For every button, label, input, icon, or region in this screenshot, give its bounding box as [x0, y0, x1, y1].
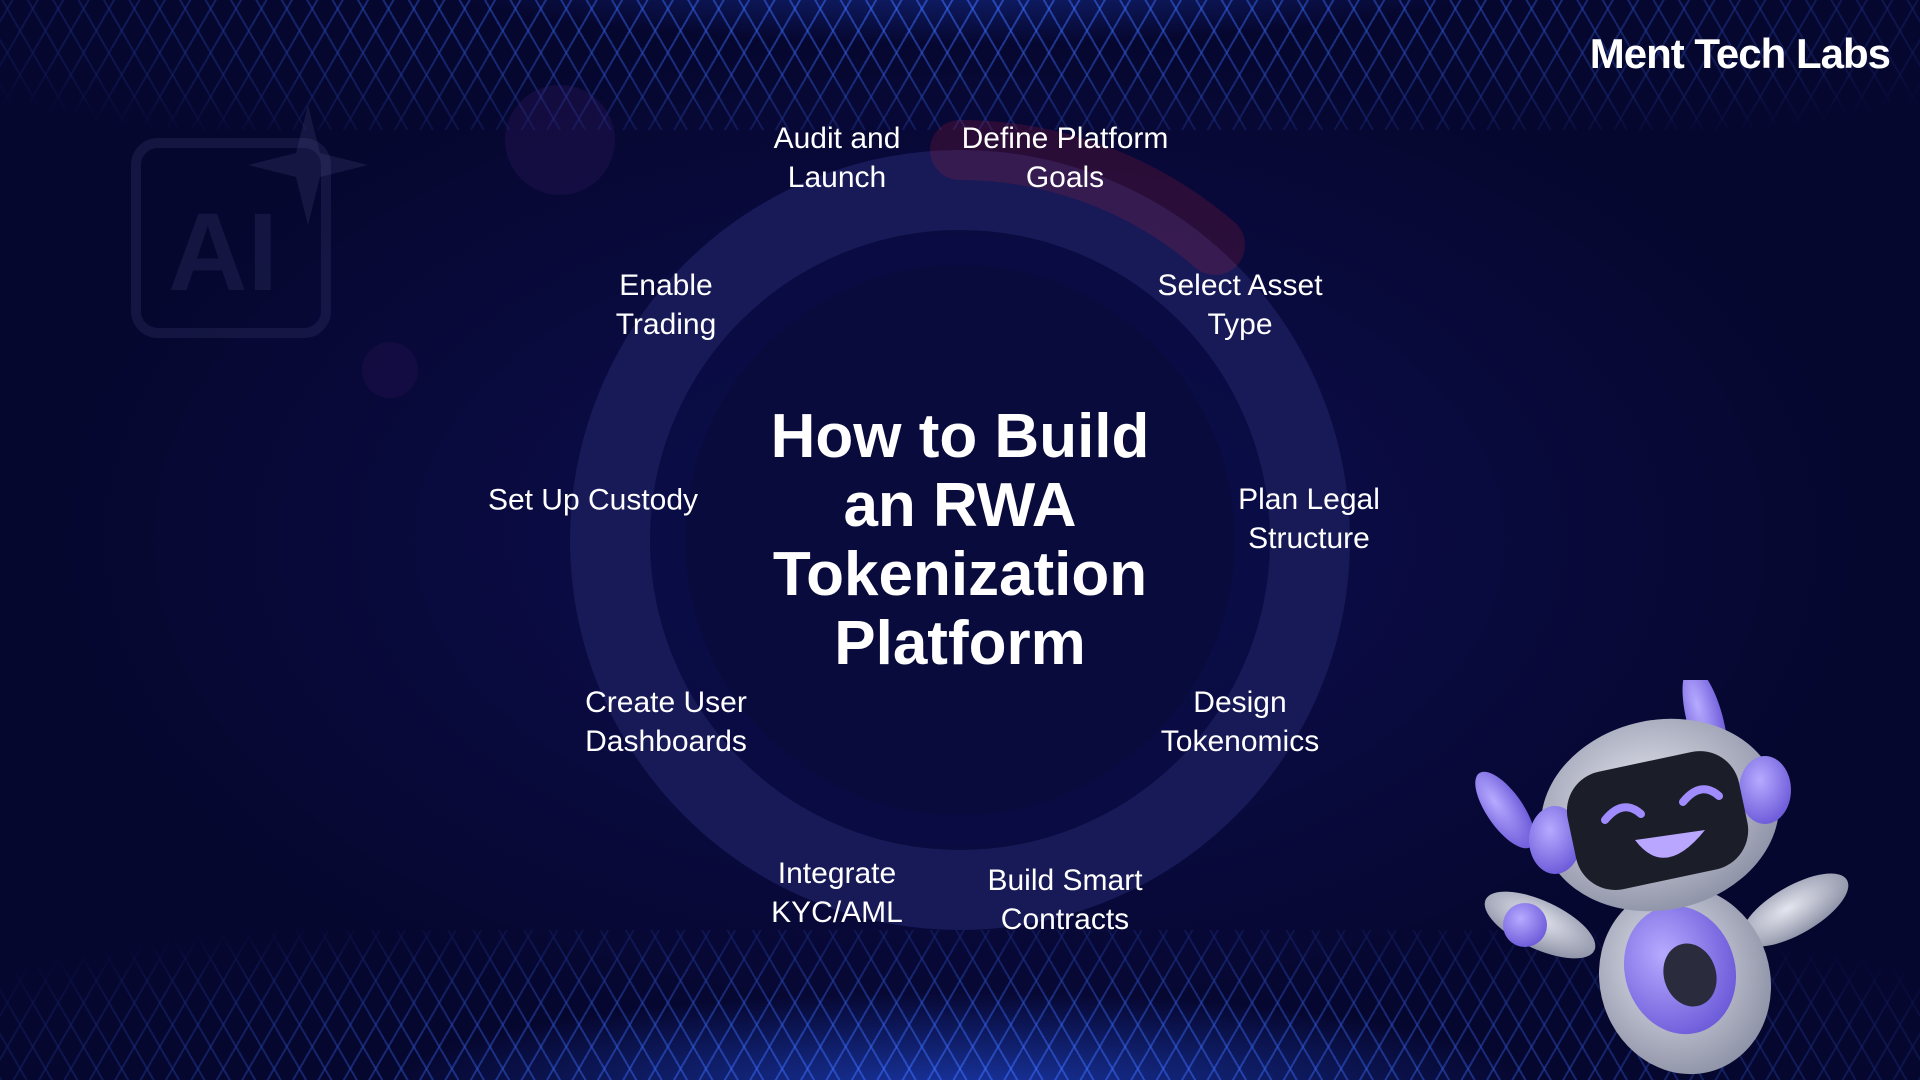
step-line: Integrate — [777, 857, 897, 890]
step-enable-trading: Enable Trading — [616, 266, 717, 344]
step-line: Select Asset — [1157, 269, 1323, 302]
diagram-title: How to Build an RWA Tokenization Platfor… — [770, 402, 1150, 678]
step-plan-legal-structure: Plan Legal Structure — [1238, 480, 1380, 558]
ai-sparkle-icon: AI — [131, 105, 368, 338]
robot-mascot — [1475, 680, 1849, 1075]
step-set-up-custody: Set Up Custody — [488, 481, 698, 520]
step-line: Structure — [1248, 522, 1370, 555]
step-line: Plan Legal — [1238, 483, 1380, 516]
top-mesh-decoration — [0, 0, 1920, 130]
step-line: Create User — [585, 686, 747, 719]
step-line: Dashboards — [585, 725, 747, 758]
step-integrate-kyc-aml: Integrate KYC/AML — [771, 854, 903, 932]
ai-watermark-text: AI — [168, 191, 278, 314]
step-line: Contracts — [1000, 903, 1130, 936]
step-audit-and-launch: Audit and Launch — [774, 119, 901, 197]
step-select-asset-type: Select Asset Type — [1157, 266, 1322, 344]
step-define-platform-goals: Define Platform Goals — [962, 119, 1169, 197]
brand-logo: Ment Tech Labs — [1589, 30, 1891, 77]
step-line: KYC/AML — [771, 896, 903, 929]
step-line: Set Up Custody — [487, 483, 699, 517]
step-line: Build Smart — [987, 864, 1143, 897]
step-line: Define Platform — [961, 122, 1169, 155]
step-line: Type — [1207, 308, 1273, 341]
step-design-tokenomics: Design Tokenomics — [1161, 683, 1319, 761]
step-line: Enable — [619, 269, 713, 302]
step-line: Tokenomics — [1160, 725, 1320, 758]
bottom-mesh-decoration — [0, 930, 1920, 1080]
step-line: Launch — [787, 161, 887, 194]
step-line: Goals — [1025, 161, 1105, 194]
step-build-smart-contracts: Build Smart Contracts — [987, 861, 1142, 939]
step-line: Design — [1193, 686, 1287, 719]
step-line: Trading — [615, 308, 717, 341]
step-create-user-dashboards: Create User Dashboards — [585, 683, 747, 761]
step-line: Audit and — [773, 122, 901, 155]
